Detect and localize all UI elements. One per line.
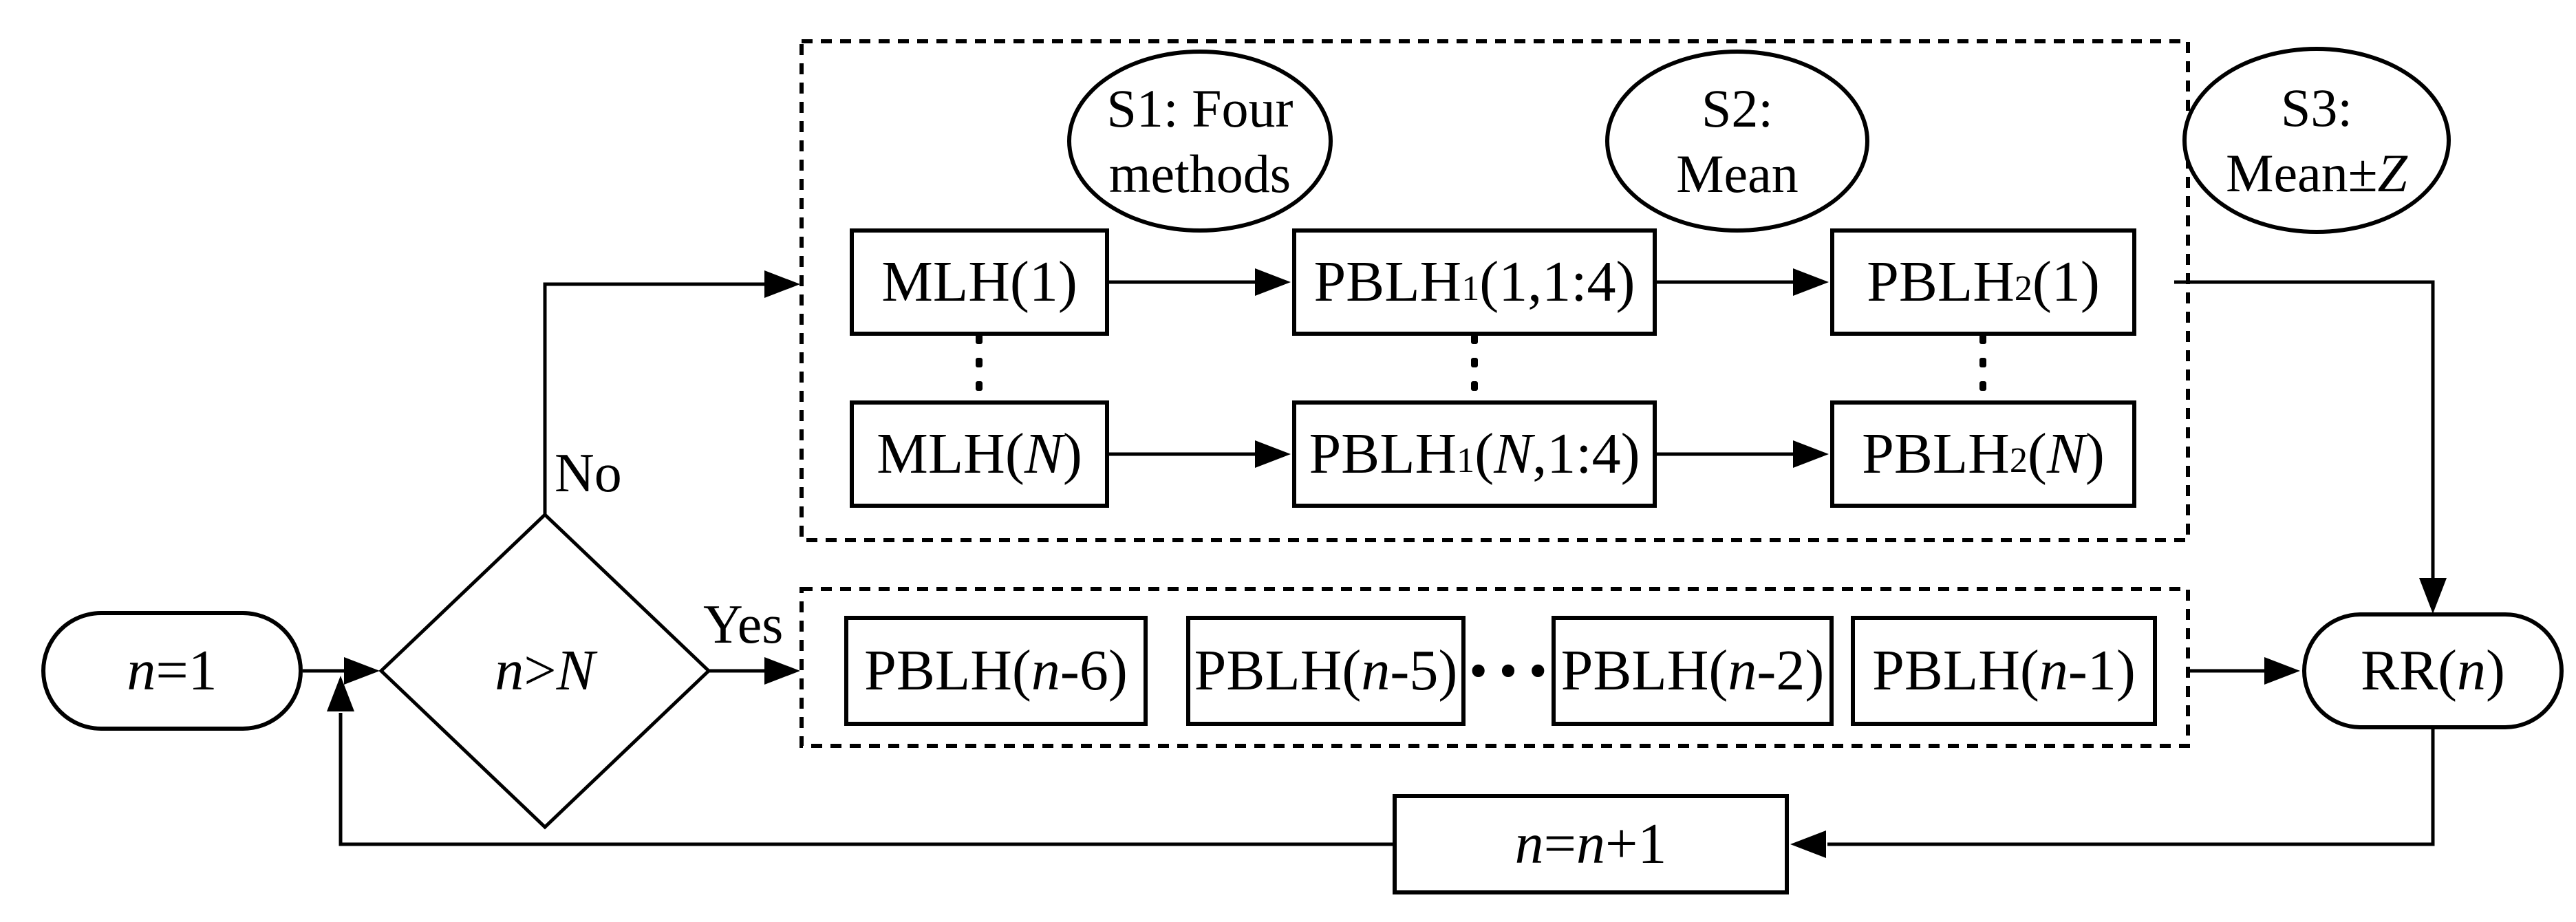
arrowhead-row2-b	[1793, 440, 1829, 468]
stage2-ellipse: S2: Mean	[1605, 50, 1869, 233]
arrowhead-into-result-left	[2264, 657, 2300, 685]
window-group-dashed-box	[799, 587, 2190, 748]
arrowhead-yes-into-windowbox	[764, 657, 800, 685]
vertical-ellipsis-icon	[1471, 334, 1478, 391]
increment-node: n=n+1	[1393, 794, 1789, 894]
decision-label: n>N	[495, 639, 595, 703]
horizontal-ellipsis-icon: ···	[1465, 628, 1556, 714]
stage3-line1: S3:	[2280, 77, 2353, 138]
edges	[303, 280, 2435, 846]
pblh-n-2-box: PBLH(n-2)	[1552, 616, 1834, 726]
arrowhead-into-result-top	[2419, 578, 2447, 614]
arrowhead-row2-a	[1255, 440, 1291, 468]
arrowhead-row1-b	[1793, 268, 1829, 296]
decision-diamond-shape	[378, 512, 711, 830]
arrowhead-loop-junction	[327, 676, 354, 711]
stage1-ellipse: S1: Four methods	[1067, 50, 1333, 233]
arrowhead-into-decision	[344, 657, 380, 685]
arrowhead-no-into-stagebox	[764, 270, 800, 298]
arrowhead-into-increment	[1790, 830, 1826, 858]
vertical-ellipsis-icon	[1979, 334, 1986, 391]
pblh-n-1-box: PBLH(n-1)	[1851, 616, 2157, 726]
result-node: RR(n)	[2302, 612, 2564, 729]
stage2-line1: S2:	[1701, 78, 1774, 138]
stage3-ellipse: S3: Mean±Z	[2182, 47, 2451, 234]
pblh-n-5-box: PBLH(n-5)	[1186, 616, 1466, 726]
yes-branch-label: Yes	[703, 594, 784, 655]
no-branch-label: No	[555, 443, 622, 504]
stage1-line1: S1: Four	[1106, 78, 1294, 138]
arrowhead-row1-a	[1255, 268, 1291, 296]
edge-stagebox-to-result	[2174, 280, 2435, 581]
edge-increment-loopback	[339, 713, 1393, 846]
edge-no-branch	[543, 282, 767, 515]
mlh-n-box: MLH(N)	[850, 400, 1109, 508]
mlh-1-box: MLH(1)	[850, 228, 1109, 336]
arrowheads	[327, 268, 2447, 858]
stage3-line2: Mean±Z	[2226, 143, 2407, 203]
vertical-ellipsis-icon	[976, 334, 983, 391]
start-node: n=1	[41, 611, 303, 731]
pblh-n-6-box: PBLH(n-6)	[844, 616, 1148, 726]
edge-result-to-increment	[1827, 729, 2435, 846]
stage1-line2: methods	[1108, 144, 1291, 204]
stage2-line2: Mean	[1676, 144, 1799, 204]
